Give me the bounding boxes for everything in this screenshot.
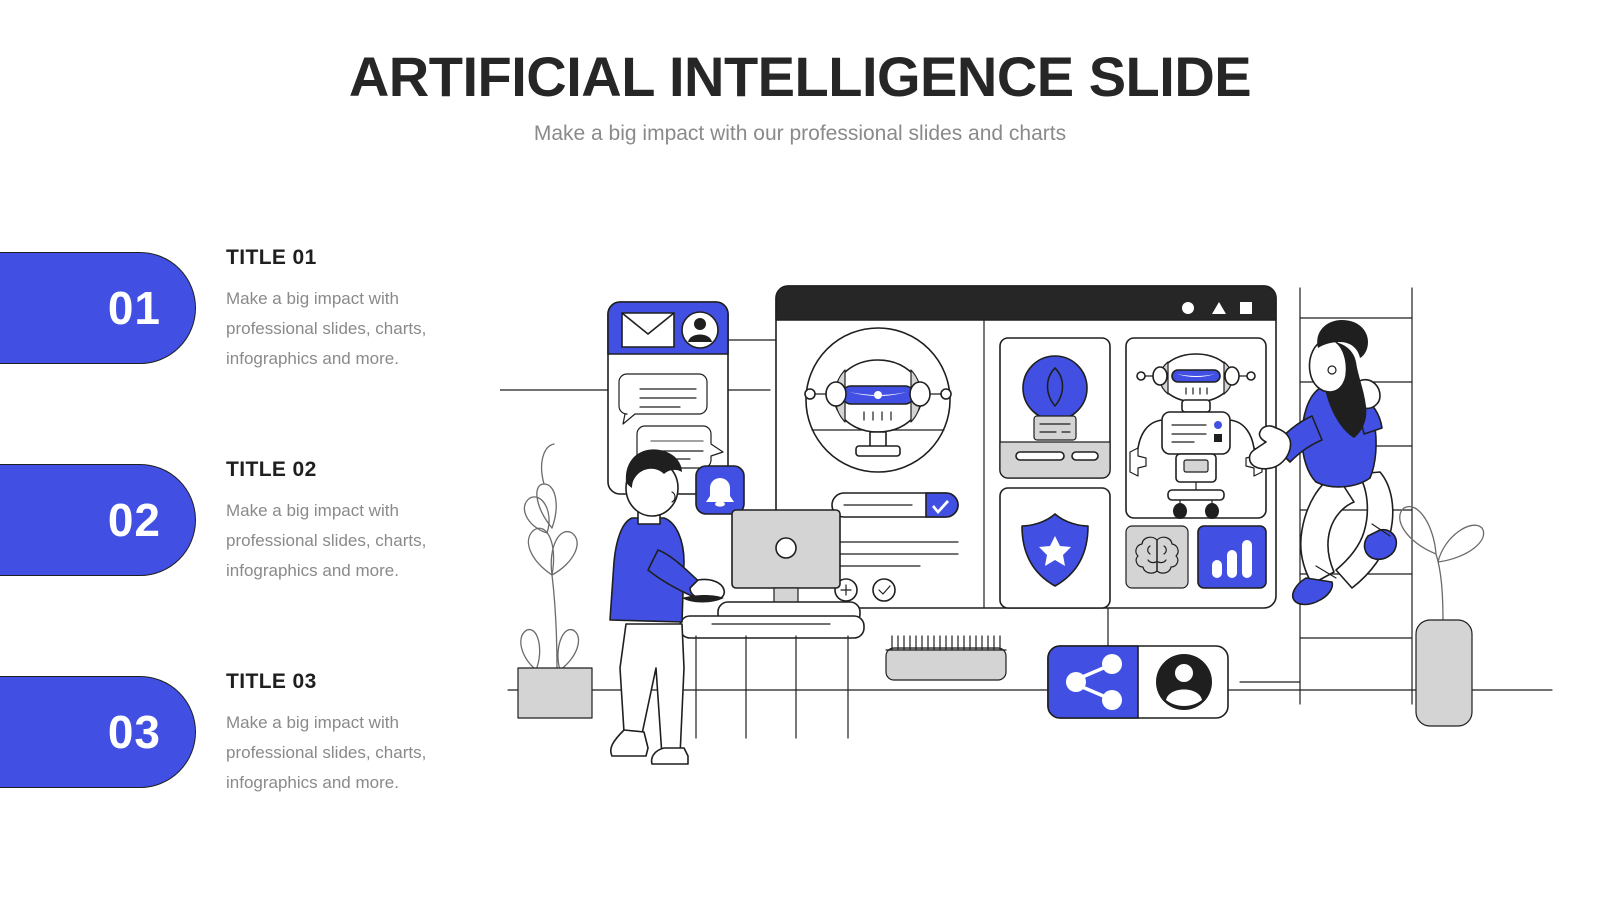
vase-sprout — [1399, 505, 1485, 727]
bar-chart-icon — [1212, 540, 1252, 578]
desk-legs — [695, 635, 849, 739]
robot-card[interactable] — [1125, 337, 1267, 519]
step-text-block: TITLE 03 Make a big impact with professi… — [226, 670, 490, 798]
square-icon — [1240, 302, 1252, 314]
brain-icon — [1135, 536, 1179, 574]
step-title: TITLE 01 — [226, 246, 317, 269]
progress-bar-with-check[interactable] — [831, 492, 959, 518]
share-widget[interactable] — [1047, 645, 1229, 719]
slide-header: ARTIFICIAL INTELLIGENCE SLIDE Make a big… — [0, 46, 1600, 146]
step-number-badge-01[interactable]: 01 — [0, 252, 196, 364]
keyboard — [885, 635, 1007, 681]
avatar-icon — [1156, 654, 1212, 710]
woman-on-ladder — [1248, 320, 1398, 606]
step-description: Make a big impact with professional slid… — [226, 713, 427, 793]
bell-badge[interactable] — [695, 465, 745, 515]
lightbulb-card[interactable] — [999, 337, 1111, 479]
bell-icon — [706, 478, 734, 507]
text-lines — [833, 541, 959, 567]
brain-card[interactable] — [1125, 525, 1189, 589]
list-item[interactable]: 01 TITLE 01 Make a big impact with profe… — [0, 234, 500, 446]
steps-list: 01 TITLE 01 Make a big impact with profe… — [0, 234, 500, 870]
step-title: TITLE 03 — [226, 670, 317, 693]
list-item[interactable]: 03 TITLE 03 Make a big impact with profe… — [0, 658, 500, 870]
step-number-badge-02[interactable]: 02 — [0, 464, 196, 576]
chat-panel[interactable] — [607, 301, 745, 515]
step-number-label: 02 — [107, 494, 161, 546]
window-titlebar — [775, 285, 1277, 321]
circle-icon — [1182, 302, 1194, 314]
shield-card[interactable] — [999, 487, 1111, 609]
envelope-icon — [621, 312, 675, 348]
potted-plant — [517, 443, 593, 719]
step-title: TITLE 02 — [226, 458, 317, 481]
shield-star-icon — [1021, 513, 1089, 587]
list-item[interactable]: 02 TITLE 02 Make a big impact with profe… — [0, 446, 500, 658]
robot-body-icon — [1129, 353, 1263, 519]
ai-workspace-illustration: .ln { fill:none; stroke:#1f1f1f; stroke-… — [500, 230, 1560, 830]
page-subtitle: Make a big impact with our professional … — [533, 121, 1067, 145]
window-left-panel — [804, 327, 959, 602]
keyboard-keys — [885, 635, 1007, 651]
chart-card[interactable] — [1197, 525, 1267, 589]
triangle-icon — [1212, 302, 1226, 314]
browser-window[interactable] — [775, 285, 1277, 609]
step-number-label: 01 — [107, 282, 161, 334]
window-right-panel — [999, 337, 1267, 609]
check-circle-icon[interactable] — [872, 578, 896, 602]
step-description: Make a big impact with professional slid… — [226, 501, 427, 581]
step-text-block: TITLE 02 Make a big impact with professi… — [226, 458, 490, 586]
page-title: ARTIFICIAL INTELLIGENCE SLIDE — [348, 45, 1252, 108]
robot-head-icon — [804, 327, 952, 473]
share-icon — [1066, 654, 1122, 710]
step-text-block: TITLE 01 Make a big impact with professi… — [226, 246, 490, 374]
window-controls[interactable] — [1182, 302, 1252, 314]
man-at-desk — [609, 449, 726, 765]
speech-bubble — [618, 373, 708, 425]
step-description: Make a big impact with professional slid… — [226, 289, 427, 369]
lightbulb-icon — [1022, 355, 1088, 441]
step-number-badge-03[interactable]: 03 — [0, 676, 196, 788]
avatar-icon — [681, 311, 719, 349]
desk-monitor — [679, 509, 865, 639]
step-number-label: 03 — [107, 706, 161, 758]
